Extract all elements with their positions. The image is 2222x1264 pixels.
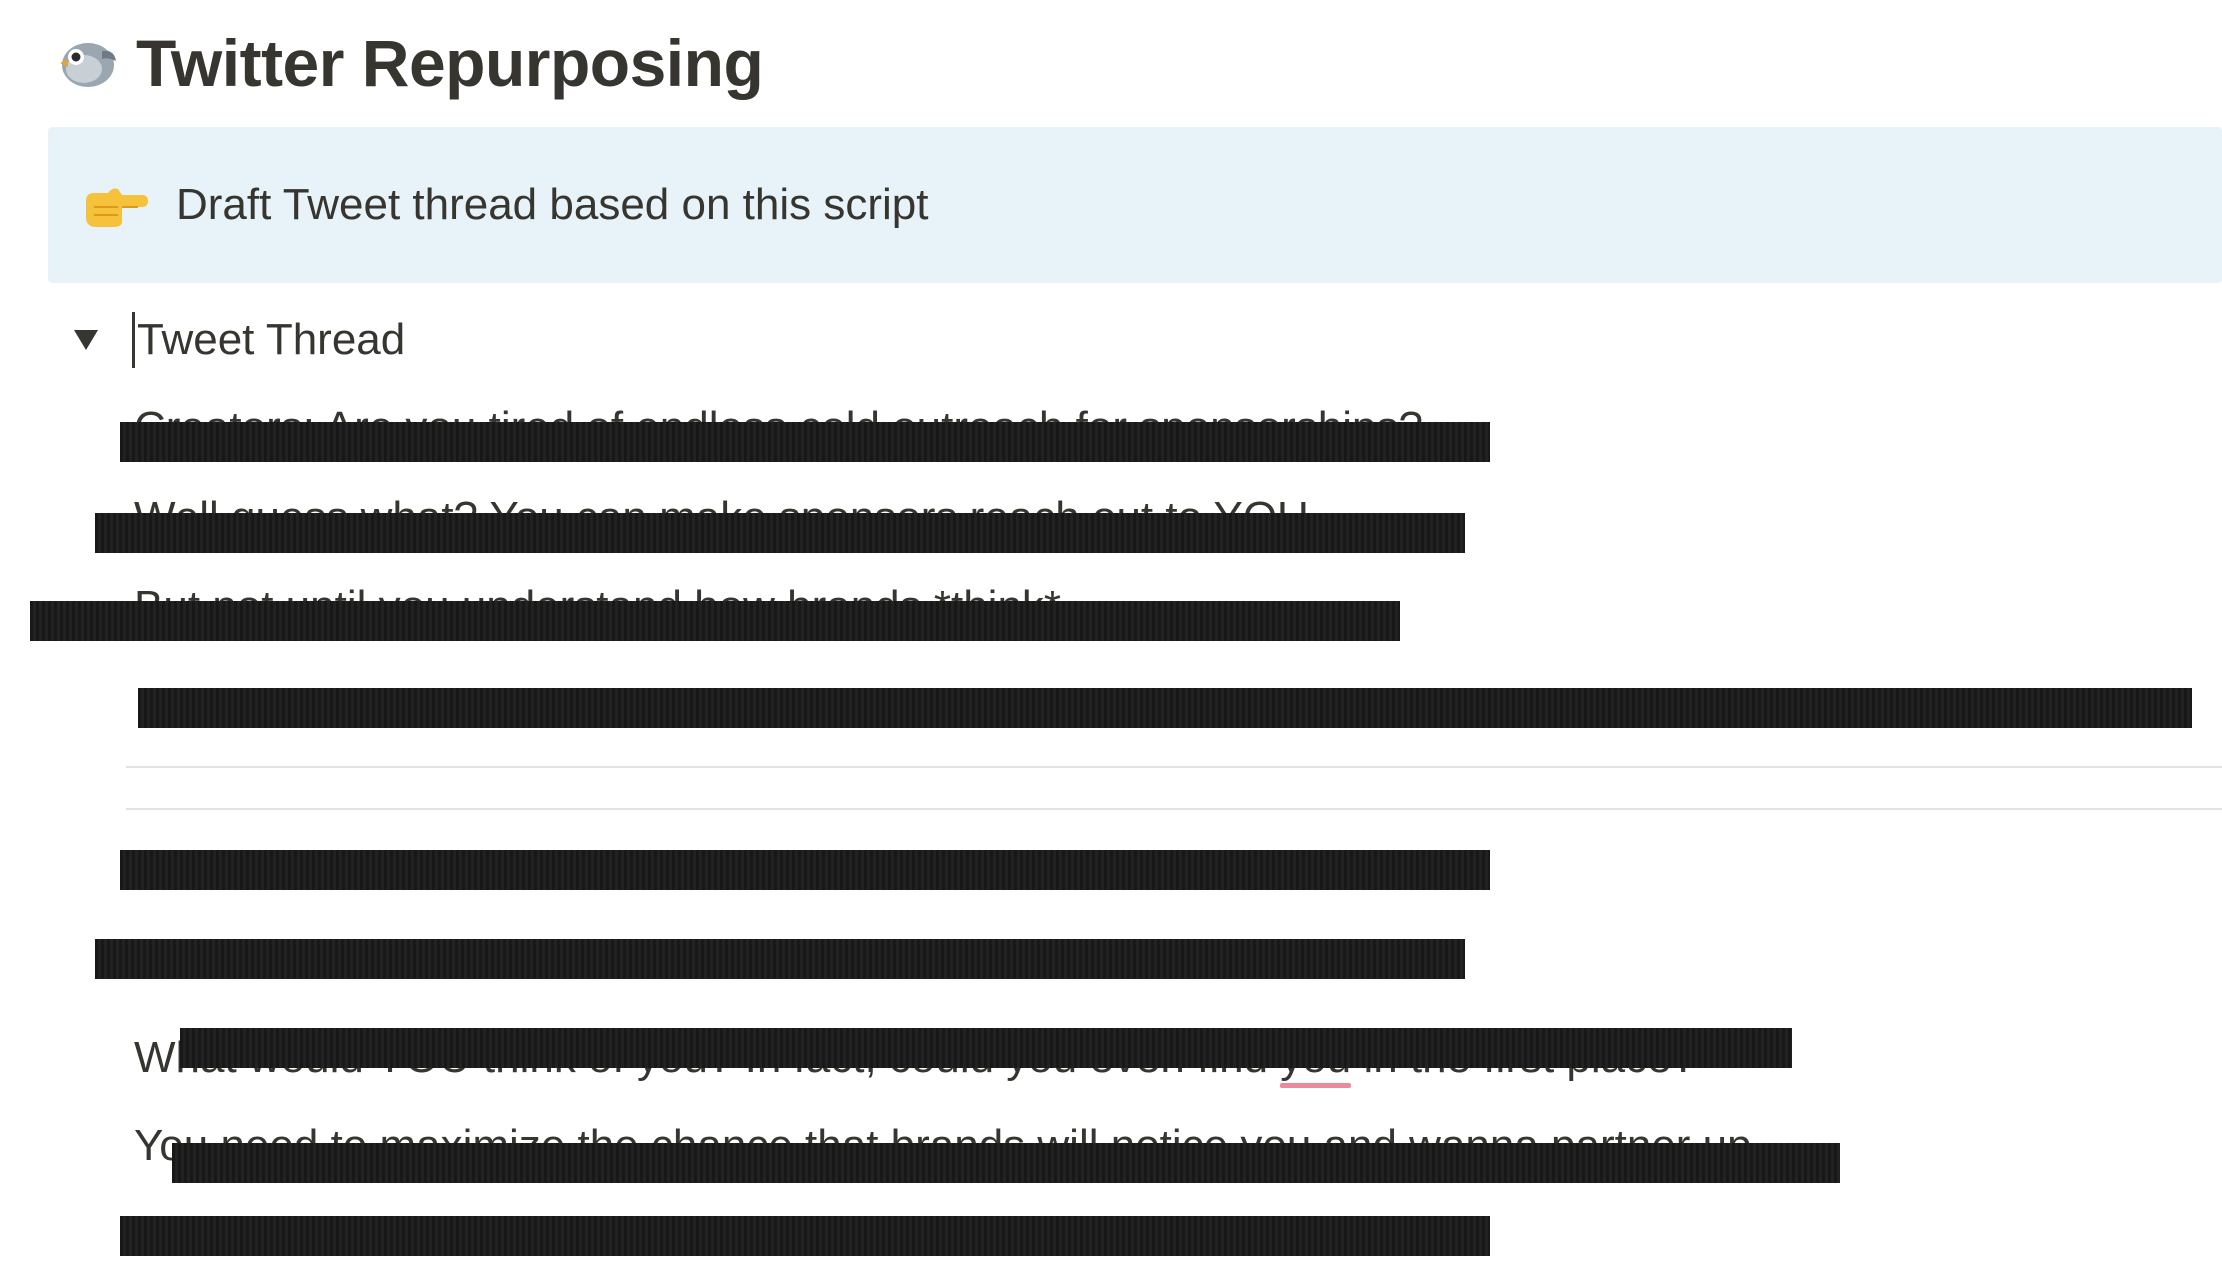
redaction-bar [120,422,1490,462]
toggle-label[interactable]: Tweet Thread [132,312,405,368]
page-title[interactable]: Twitter Repurposing [136,26,764,100]
pointing-right-hand-icon [82,181,148,229]
redaction-bar [138,688,2192,728]
redaction-bar [120,1216,1490,1256]
divider [126,808,2222,810]
page-header: Twitter Repurposing [52,18,764,108]
toggle-block: Tweet Thread [66,308,405,372]
divider [126,766,2222,768]
redaction-bar [120,850,1490,890]
redaction-bar [95,939,1465,979]
redaction-bar [172,1143,1840,1183]
redaction-bar [30,601,1400,641]
redaction-bar [180,1028,1792,1068]
triangle-down-icon[interactable] [66,320,106,360]
callout-text[interactable]: Draft Tweet thread based on this script [176,180,929,229]
bird-icon[interactable] [52,29,120,97]
redaction-bar [95,513,1465,553]
callout-block[interactable]: Draft Tweet thread based on this script [48,127,2222,283]
